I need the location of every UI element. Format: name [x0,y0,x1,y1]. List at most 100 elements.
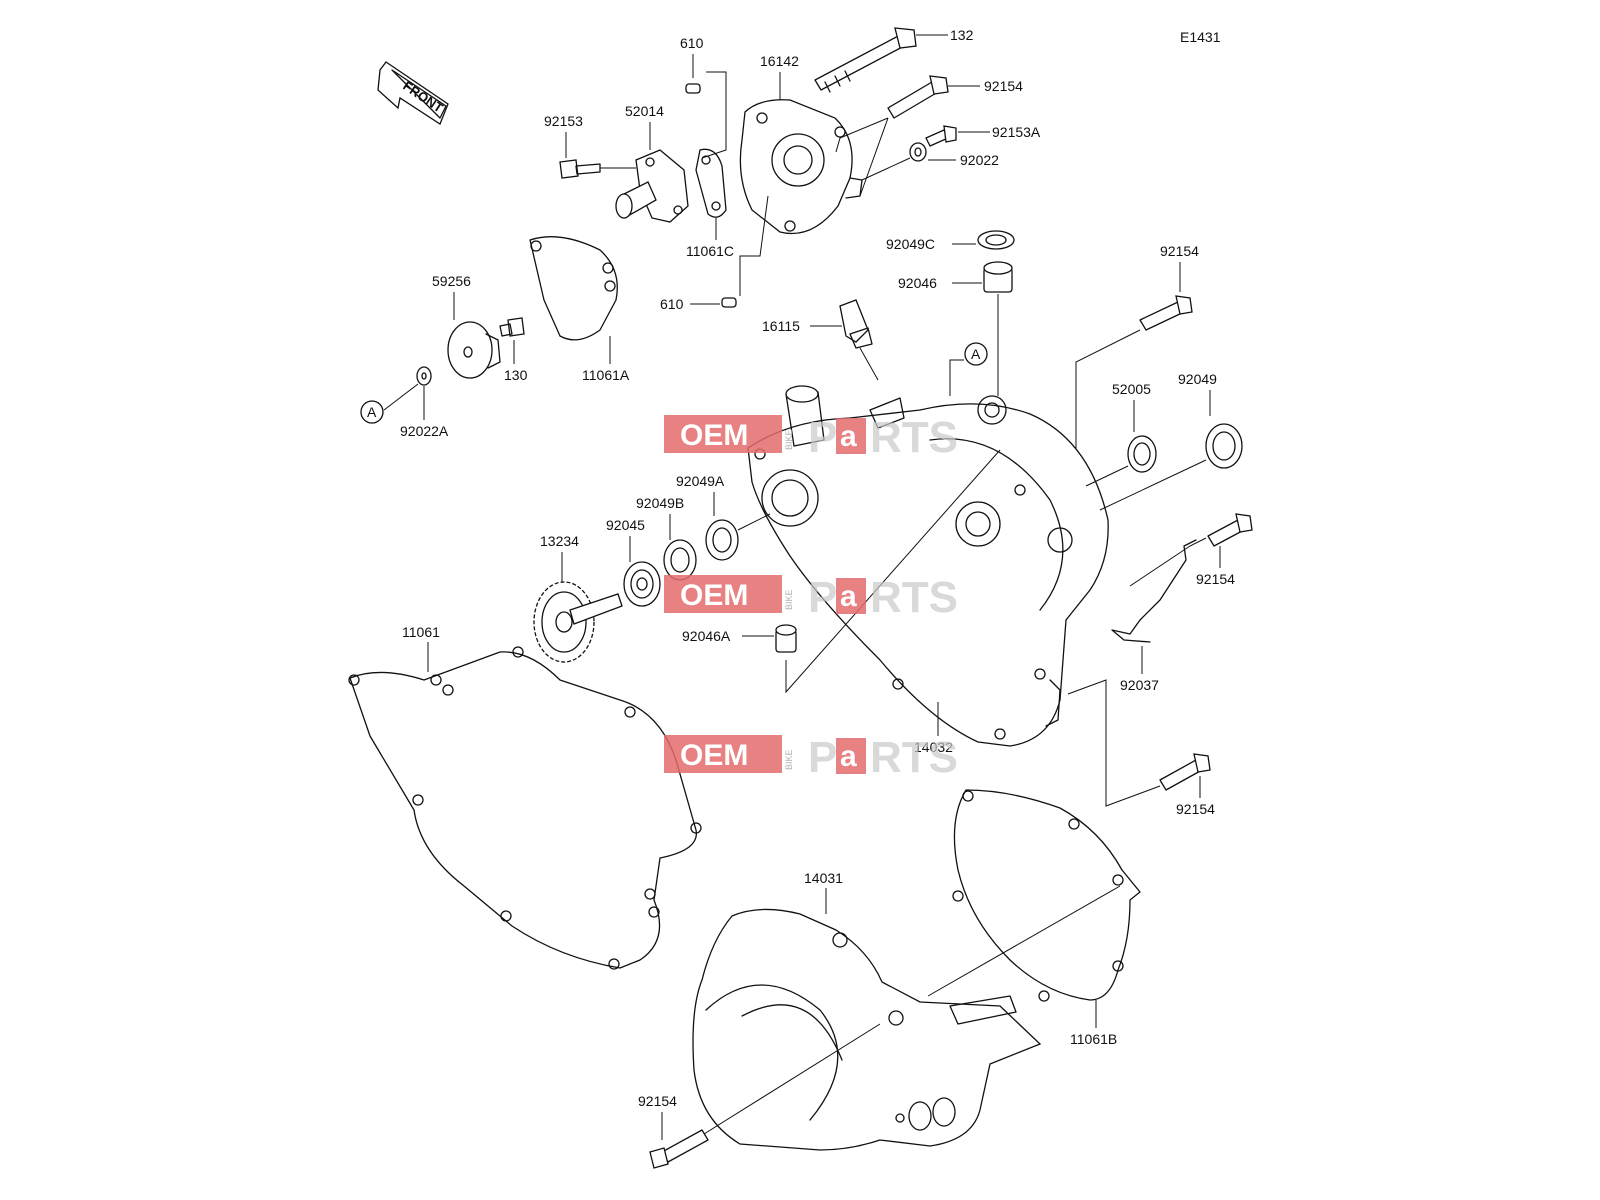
leader-92049A-b [737,513,771,531]
label-92049A: 92049A [676,473,725,489]
leader-610-bottom-a [739,195,769,296]
leader-92154-bottom-b [703,1023,881,1135]
label-14032: 14032 [914,739,953,755]
leader-92154-top-b [835,117,889,153]
needle-bearing-92046-icon [983,261,1013,293]
leader-16115-b [859,347,879,381]
washer-92022-icon [909,142,927,162]
label-92022: 92022 [960,152,999,168]
ref-marker-right-text: A [971,346,981,362]
label-92154-bottom: 92154 [638,1093,677,1109]
impeller-59256-icon [447,321,501,379]
leader-11061B-b [927,885,1121,997]
clutch-cover-14032-icon [747,385,1109,747]
svg-text:OEM: OEM [680,579,748,612]
label-92154-right1: 92154 [1160,243,1199,259]
label-92154-right2: 92154 [1196,571,1235,587]
bolt-92154-top-icon [887,75,949,119]
bolt-92154-right2-icon [1207,513,1253,547]
watermark-3: OEM BIKE P a RTS [664,733,958,782]
svg-text:OEM: OEM [680,419,748,452]
bolt-132-icon [814,27,917,93]
svg-text:BIKE: BIKE [784,589,794,610]
label-14031: 14031 [804,870,843,886]
leader-ref-A-left [383,383,419,411]
leader-92154-right2-b [1129,537,1207,587]
svg-text:BIKE: BIKE [784,429,794,450]
dowel-pin-bottom-icon [721,297,737,308]
label-92037: 92037 [1120,677,1159,693]
svg-text:a: a [840,740,857,773]
label-132: 132 [950,27,974,43]
label-13234: 13234 [540,533,579,549]
label-11061: 11061 [402,624,440,640]
label-16115: 16115 [762,318,800,334]
label-16142: 16142 [760,53,799,69]
label-92154-right3: 92154 [1176,801,1215,817]
gasket-11061B-icon [953,789,1141,1001]
needle-bearing-92046A-icon [775,624,797,653]
bolt-92153-icon [559,159,601,179]
svg-text:a: a [840,580,857,613]
label-610-top: 610 [680,35,704,51]
bolt-92154-bottom-icon [649,1129,709,1169]
leader-ref-A-right [949,359,964,396]
seal-92049A-icon [705,519,739,561]
gasket-11061-icon [349,651,697,969]
washer-92022A-icon [416,366,432,386]
seal-92049B-icon [663,539,697,581]
svg-text:RTS: RTS [870,413,958,462]
ref-marker-right [964,342,988,366]
seal-92049C-icon [977,230,1015,250]
gear-13234-icon [533,581,623,663]
dowel-pin-icon [685,83,701,94]
label-92046: 92046 [898,275,937,291]
label-92022A: 92022A [400,423,449,439]
gasket-11061C-icon [695,148,727,218]
plug-16115-icon [839,299,873,349]
generator-cover-14031-icon [692,908,1042,1151]
bolt-92153A-icon [925,125,957,147]
diagram-code: E1431 [1180,29,1221,45]
label-92049B: 92049B [636,495,684,511]
label-52014: 52014 [625,103,664,119]
water-pipe-icon [615,149,689,223]
label-92153A: 92153A [992,124,1041,140]
label-610-bottom: 610 [660,296,684,312]
label-92049C: 92049C [886,236,935,252]
label-11061B: 11061B [1070,1031,1117,1047]
bolt-130-icon [499,317,525,337]
svg-text:P: P [808,733,837,782]
leader-92049-b [1099,459,1207,511]
watermark-2: OEM BIKE P a RTS [664,573,958,622]
bolt-92154-right1-icon [1139,295,1193,331]
label-92045: 92045 [606,517,645,533]
label-52005: 52005 [1112,381,1151,397]
water-pump-cover-icon [739,99,863,235]
svg-text:BIKE: BIKE [784,749,794,770]
svg-text:P: P [808,413,837,462]
label-92046A: 92046A [682,628,731,644]
bearing-92045-icon [623,561,661,607]
seal-52005-icon [1127,435,1157,473]
ref-marker-left [360,400,384,424]
clamp-92037-icon [1111,539,1197,643]
label-92153: 92153 [544,113,583,129]
label-92049: 92049 [1178,371,1217,387]
watermark-1: OEM BIKE P a RTS [664,413,958,462]
front-arrow-icon: FRONT [377,61,449,125]
leader-92046A-b [785,449,1001,694]
leader-92154-right3-b [1067,679,1161,807]
svg-text:RTS: RTS [870,573,958,622]
bolt-92154-right3-icon [1159,753,1211,791]
ref-marker-left-text: A [367,404,377,420]
leader-92154-top-c [859,117,889,197]
leader-52005-b [1085,465,1129,487]
svg-text:P: P [808,573,837,622]
seal-92049-icon [1205,423,1243,469]
gasket-11061A-icon [529,236,618,341]
svg-text:RTS: RTS [870,733,958,782]
svg-text:OEM: OEM [680,739,748,772]
leader-610-top-b [701,71,727,159]
